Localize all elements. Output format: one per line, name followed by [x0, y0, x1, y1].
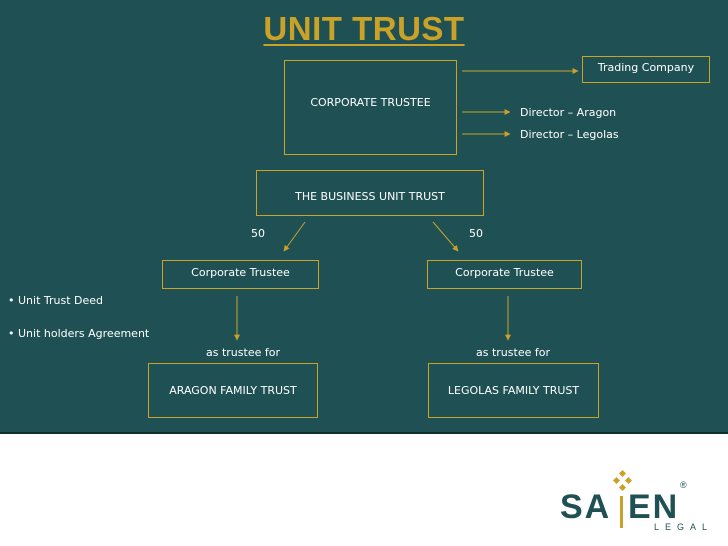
bullet-unit-trust-deed: Unit Trust Deed: [18, 294, 104, 307]
bullet-item: • Unit holders Agreement: [8, 327, 150, 340]
business-unit-trust-label: THE BUSINESS UNIT TRUST: [295, 190, 445, 203]
trading-company-box: Trading Company: [582, 56, 710, 83]
corporate-trustee-label: CORPORATE TRUSTEE: [310, 96, 431, 109]
arrow-to-left-trustee: [283, 221, 306, 252]
business-unit-trust-box: THE BUSINESS UNIT TRUST: [256, 170, 484, 216]
legolas-family-trust-label: LEGOLAS FAMILY TRUST: [447, 384, 580, 397]
slide-panel: UNIT TRUST CORPORATE TRUSTEE Trading Com…: [0, 0, 728, 432]
corporate-trustee-box: CORPORATE TRUSTEE: [284, 60, 457, 155]
as-trustee-for-left-label: as trustee for: [206, 346, 280, 359]
logo-wordmark: SA: [560, 488, 611, 526]
bullet-item: • Unit Trust Deed: [8, 294, 104, 307]
director-legolas-label: Director – Legolas: [520, 128, 619, 141]
bullet-unit-holders-agreement: Unit holders Agreement: [18, 327, 150, 340]
corporate-trustee-right-box: Corporate Trustee: [427, 260, 582, 289]
aragon-family-trust-box: ARAGON FAMILY TRUST: [148, 363, 318, 418]
share-left-label: 50: [251, 227, 265, 240]
footer-divider: [0, 432, 728, 434]
connector-lines: [234, 68, 579, 341]
svg-text:EN: EN: [628, 488, 679, 526]
corporate-trustee-left-label: Corporate Trustee: [191, 266, 290, 279]
share-right-label: 50: [469, 227, 483, 240]
corporate-trustee-left-box: Corporate Trustee: [162, 260, 319, 289]
arrow-to-right-trustee: [432, 221, 459, 252]
legolas-family-trust-box: LEGOLAS FAMILY TRUST: [428, 363, 599, 418]
logo-registered-mark: ®: [680, 480, 687, 490]
page-title: UNIT TRUST: [263, 10, 465, 47]
director-aragon-label: Director – Aragon: [520, 106, 617, 119]
corporate-trustee-right-label: Corporate Trustee: [455, 266, 554, 279]
as-trustee-for-right-label: as trustee for: [476, 346, 550, 359]
trading-company-label: Trading Company: [597, 61, 695, 74]
sajen-legal-logo: SA EN ® LEGAL: [560, 470, 713, 532]
logo-subtitle: LEGAL: [654, 522, 713, 532]
aragon-family-trust-label: ARAGON FAMILY TRUST: [169, 384, 297, 397]
